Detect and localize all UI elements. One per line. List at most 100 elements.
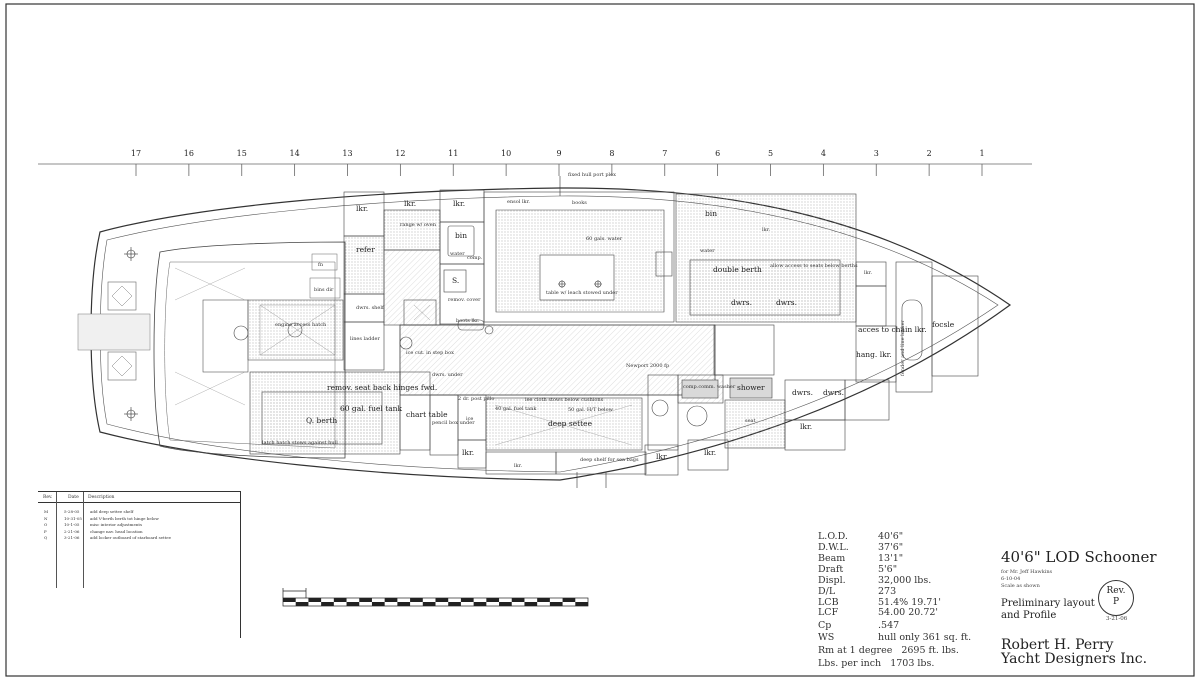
label-fuel-tank: 60 gal. fuel tank [340, 404, 403, 413]
spec-label: Cp [818, 620, 832, 631]
rev-cell-rev: N [44, 515, 48, 521]
station-label: 4 [820, 149, 826, 158]
scale-segment [359, 598, 372, 602]
spec-label: Beam [818, 553, 846, 564]
label-bin-2: bin [705, 209, 718, 218]
label-fender-locker: fender and line locker [900, 320, 906, 376]
spec-row: Cp .547 [818, 620, 899, 631]
station-label: 5 [767, 149, 774, 158]
rev-cell-rev: O [44, 522, 48, 527]
rev-cell-desc: add deep settee shelf [90, 509, 134, 514]
label-q-berth: Q. berth [306, 416, 338, 425]
label-chart-table: chart table [406, 410, 448, 419]
label-stove: range w/ oven [400, 222, 436, 228]
label-deep-settee: deep settee [548, 419, 593, 428]
drawing-title: 40'6" LOD Schooner [1001, 548, 1157, 566]
label-water-2: water [700, 248, 715, 254]
spec-label: Displ. [818, 575, 846, 586]
label-seat: seat [745, 418, 756, 424]
interior-layout [249, 176, 979, 488]
label-double-berth: double berth [713, 265, 762, 274]
label-engine-hatch: engine access hatch [275, 322, 327, 328]
spec-label: L.O.D. [818, 531, 848, 542]
label-dwrs-3: dwrs. [792, 388, 814, 397]
scale-segment [537, 598, 550, 602]
scale-segment [486, 598, 500, 602]
station-label: 2 [926, 149, 932, 158]
scale-segment [499, 602, 512, 606]
spec-row: Displ. 32,000 lbs. [818, 575, 931, 586]
spec-label: D.W.L. [818, 542, 849, 553]
rev-cell-desc: misc interior adjustments [90, 522, 143, 527]
sheet-border [5, 3, 1195, 677]
scale-segment [346, 602, 360, 606]
label-remov-cover: remov. cover [448, 297, 481, 303]
label-comp-washer: comp.comm. washer [683, 384, 736, 390]
label-boots-lkr: boots lkr. [456, 318, 480, 324]
scale-segment [524, 602, 538, 606]
station-label: 16 [183, 149, 194, 158]
drawing-scale: Scale as shown [1001, 583, 1040, 589]
sheet-desc-1: Preliminary layout [1001, 598, 1095, 609]
station-label: 8 [609, 149, 615, 158]
spec-value: 40'6" [878, 531, 904, 542]
drawing-date: 6-10-04 [1001, 576, 1021, 582]
spec-value: 2695 ft. lbs. [898, 645, 959, 656]
scale-segment [460, 598, 474, 602]
spec-label: D/L [818, 586, 836, 597]
scale-segment [410, 598, 423, 602]
firm-name-1: Robert H. Perry [1001, 637, 1114, 653]
label-s-box: S. [452, 276, 460, 285]
label-lkr-5: lkr. [864, 270, 873, 276]
rev-cell-rev: M [44, 509, 49, 514]
spec-row: Lbs. per inch 1703 lbs. [818, 658, 934, 669]
spec-row: D/L 273 [818, 586, 896, 597]
spec-value: 273 [878, 586, 897, 597]
rev-cell-date: 5-28-05 [64, 509, 80, 514]
label-refer: refer [356, 245, 375, 254]
label-lkr-4: lkr. [762, 227, 771, 233]
label-dwrs-shelf: dwrs. shelf [356, 305, 384, 311]
label-elite: fn [318, 262, 324, 268]
label-fixed-hull-port: fixed hull port plex [568, 172, 616, 178]
rev-cell-rev: Q [44, 535, 48, 540]
rev-header-date: Date [68, 495, 79, 500]
rev-cell-date: 10-31-05 [64, 515, 82, 521]
spec-value: hull only 361 sq. ft. [878, 632, 972, 643]
rev-header-desc: Description [88, 495, 115, 500]
station-ruler [38, 163, 1032, 176]
rev-cell-date: 3-21-06 [64, 535, 80, 540]
station-label: 10 [501, 149, 512, 158]
scale-segment [295, 602, 309, 606]
label-bins-dir: bins dir [314, 287, 334, 293]
scale-segment [575, 602, 588, 606]
label-bin-1: bin [455, 231, 468, 240]
label-access-chain: acces to chain lkr. [858, 325, 927, 334]
label-newport: Newport 2000 fp [626, 363, 670, 369]
label-water-1: water [450, 251, 465, 257]
spec-value: 32,000 lbs. [878, 575, 932, 586]
scale-segment [473, 602, 487, 606]
rev-stamp-label: Rev. [1106, 586, 1126, 596]
rev-cell-desc: add V-berth berth tot hinge below [90, 515, 159, 521]
label-comp: comp. [467, 255, 483, 261]
label-latch-stows: latch hatch stows against hull [262, 440, 338, 446]
station-label: 14 [289, 149, 300, 158]
station-label: 17 [130, 149, 142, 158]
station-label: 1 [979, 149, 985, 158]
label-dwrs-1: dwrs. [731, 298, 753, 307]
label-dwrs-under: dwrs. under [432, 372, 463, 378]
spec-value: 54.00 20.72' [878, 607, 939, 618]
spec-value: .547 [878, 620, 900, 631]
label-table-note: table w/ leach stowed under [546, 290, 618, 296]
label-focsle: focsle [932, 320, 955, 329]
rev-date: 3-21-06 [1106, 616, 1128, 622]
scale-segment [283, 598, 296, 602]
scale-segment [549, 602, 563, 606]
rev-stamp: Rev. P [1098, 580, 1134, 616]
